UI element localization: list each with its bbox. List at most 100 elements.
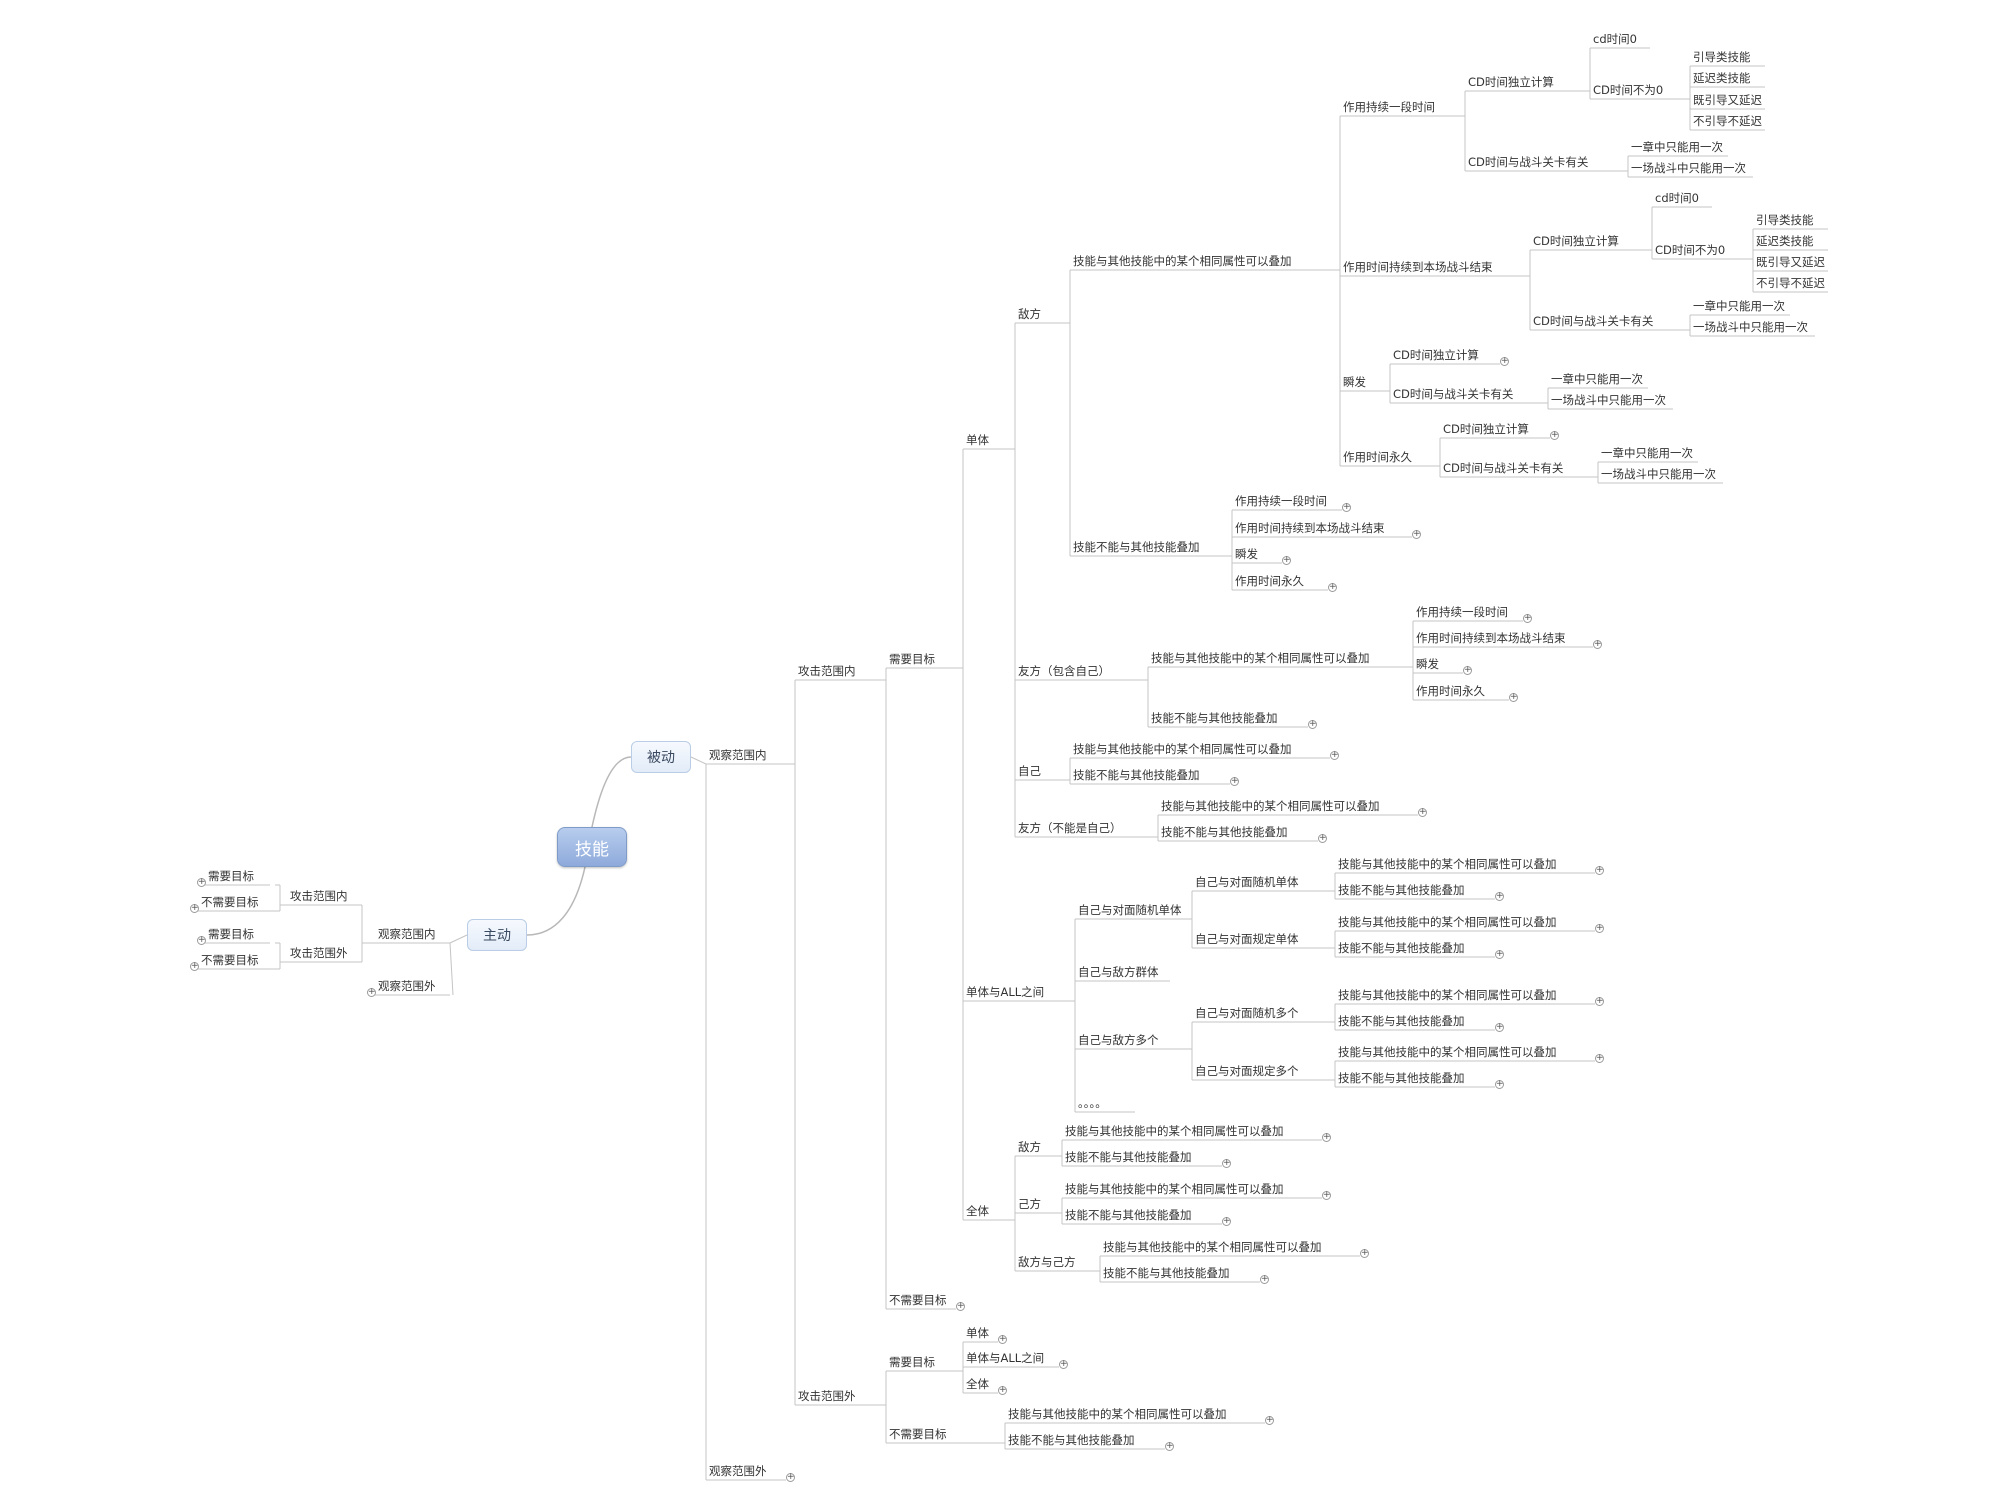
topic-stack-no[interactable]: 技能不能与其他技能叠加 (1338, 1071, 1465, 1085)
topic-stack-no[interactable]: 技能不能与其他技能叠加 (1065, 1208, 1192, 1222)
expand-plus-icon[interactable]: + (1495, 891, 1504, 901)
topic-stack-no[interactable]: 技能不能与其他技能叠加 (1073, 540, 1200, 554)
topic-cd-indep[interactable]: CD时间独立计算 (1468, 75, 1554, 89)
topic-dur-battle[interactable]: 作用时间持续到本场战斗结束 (1416, 631, 1566, 645)
topic-attack-in[interactable]: 攻击范围内 (798, 664, 856, 678)
topic-stack-no[interactable]: 技能不能与其他技能叠加 (1073, 768, 1200, 782)
topic-watch-in[interactable]: 观察范围内 (709, 748, 767, 762)
expand-plus-icon[interactable]: + (998, 1334, 1007, 1344)
root-topic[interactable]: 技能 (557, 827, 627, 867)
topic-need-target[interactable]: 需要目标 (889, 1355, 935, 1369)
topic-single-all[interactable]: 单体与ALL之间 (966, 1351, 1045, 1365)
topic-guide-delay[interactable]: 既引导又延迟 (1693, 93, 1762, 107)
expand-plus-icon[interactable]: + (1165, 1441, 1174, 1451)
topic-stack-yes[interactable]: 技能与其他技能中的某个相同属性可以叠加 (1073, 742, 1292, 756)
topic-enemy[interactable]: 敌方 (1018, 307, 1041, 321)
topic-single[interactable]: 单体 (966, 1326, 989, 1340)
topic-instant[interactable]: 瞬发 (1235, 547, 1258, 561)
expand-plus-icon[interactable]: + (1595, 865, 1604, 875)
topic-attack-out[interactable]: 攻击范围外 (290, 946, 348, 960)
topic-once-chapter[interactable]: 一章中只能用一次 (1631, 140, 1723, 154)
expand-plus-icon[interactable]: + (1230, 776, 1239, 786)
expand-plus-icon[interactable]: + (1330, 750, 1339, 760)
topic-instant[interactable]: 瞬发 (1416, 657, 1439, 671)
topic-stack-yes[interactable]: 技能与其他技能中的某个相同属性可以叠加 (1151, 651, 1370, 665)
topic-dur-period[interactable]: 作用持续一段时间 (1416, 605, 1508, 619)
topic-need-target[interactable]: 需要目标 (208, 869, 254, 883)
expand-plus-icon[interactable]: + (197, 877, 206, 887)
expand-plus-icon[interactable]: + (1412, 529, 1421, 539)
topic-cd-indep[interactable]: CD时间独立计算 (1443, 422, 1529, 436)
topic-stack-yes[interactable]: 技能与其他技能中的某个相同属性可以叠加 (1161, 799, 1380, 813)
topic-se-multi[interactable]: 自己与敌方多个 (1078, 1033, 1159, 1047)
topic-once-chapter[interactable]: 一章中只能用一次 (1601, 446, 1693, 460)
expand-plus-icon[interactable]: + (1308, 719, 1317, 729)
topic-once-battle[interactable]: 一场战斗中只能用一次 (1631, 161, 1746, 175)
topic-cd-indep[interactable]: CD时间独立计算 (1533, 234, 1619, 248)
topic-guide-delay[interactable]: 既引导又延迟 (1756, 255, 1825, 269)
topic-no-target[interactable]: 不需要目标 (201, 953, 259, 967)
expand-plus-icon[interactable]: + (998, 1385, 1007, 1395)
topic-cd-nonzero[interactable]: CD时间不为0 (1593, 83, 1664, 97)
topic-dur-period[interactable]: 作用持续一段时间 (1343, 100, 1435, 114)
expand-plus-icon[interactable]: + (1550, 430, 1559, 440)
topic-stack-yes[interactable]: 技能与其他技能中的某个相同属性可以叠加 (1338, 988, 1557, 1002)
topic-watch-in[interactable]: 观察范围内 (378, 927, 436, 941)
expand-plus-icon[interactable]: + (1059, 1359, 1068, 1369)
topic-once-chapter[interactable]: 一章中只能用一次 (1551, 372, 1643, 386)
topic-guide[interactable]: 引导类技能 (1756, 213, 1814, 227)
expand-plus-icon[interactable]: + (1593, 639, 1602, 649)
topic-cd-stage[interactable]: CD时间与战斗关卡有关 (1443, 461, 1564, 475)
topic-no-target[interactable]: 不需要目标 (889, 1293, 947, 1307)
topic-watch-out[interactable]: 观察范围外 (709, 1464, 767, 1478)
topic-instant[interactable]: 瞬发 (1343, 375, 1366, 389)
expand-plus-icon[interactable]: + (1495, 1022, 1504, 1032)
expand-plus-icon[interactable]: + (1318, 833, 1327, 843)
expand-plus-icon[interactable]: + (1523, 613, 1532, 623)
topic-no-guide-delay[interactable]: 不引导不延迟 (1756, 276, 1825, 290)
topic-friend-self[interactable]: 友方（包含自己） (1018, 664, 1110, 678)
expand-plus-icon[interactable]: + (190, 903, 199, 913)
topic-need-target[interactable]: 需要目标 (889, 652, 935, 666)
expand-plus-icon[interactable]: + (1322, 1132, 1331, 1142)
topic-se-fixed-multi[interactable]: 自己与对面规定多个 (1195, 1064, 1299, 1078)
topic-friend-noself[interactable]: 友方（不能是自己） (1018, 821, 1122, 835)
topic-once-battle[interactable]: 一场战斗中只能用一次 (1693, 320, 1808, 334)
topic-permanent[interactable]: 作用时间永久 (1416, 684, 1485, 698)
topic-cd-indep[interactable]: CD时间独立计算 (1393, 348, 1479, 362)
topic-self[interactable]: 自己 (1018, 764, 1041, 778)
topic-cd-stage[interactable]: CD时间与战斗关卡有关 (1533, 314, 1654, 328)
topic-cd-stage[interactable]: CD时间与战斗关卡有关 (1393, 387, 1514, 401)
topic-once-battle[interactable]: 一场战斗中只能用一次 (1551, 393, 1666, 407)
topic-stack-no[interactable]: 技能不能与其他技能叠加 (1103, 1266, 1230, 1280)
topic-single[interactable]: 单体 (966, 433, 989, 447)
expand-plus-icon[interactable]: + (1260, 1274, 1269, 1284)
expand-plus-icon[interactable]: + (1342, 502, 1351, 512)
topic-stack-no[interactable]: 技能不能与其他技能叠加 (1338, 941, 1465, 955)
expand-plus-icon[interactable]: + (1495, 1079, 1504, 1089)
topic-stack-yes[interactable]: 技能与其他技能中的某个相同属性可以叠加 (1008, 1407, 1227, 1421)
expand-plus-icon[interactable]: + (1328, 582, 1337, 592)
topic-once-battle[interactable]: 一场战斗中只能用一次 (1601, 467, 1716, 481)
topic-stack-yes[interactable]: 技能与其他技能中的某个相同属性可以叠加 (1065, 1182, 1284, 1196)
topic-no-target[interactable]: 不需要目标 (201, 895, 259, 909)
branch-active[interactable]: 主动 (467, 919, 527, 951)
expand-plus-icon[interactable]: + (1322, 1190, 1331, 1200)
expand-plus-icon[interactable]: + (956, 1301, 965, 1311)
topic-cd-stage[interactable]: CD时间与战斗关卡有关 (1468, 155, 1589, 169)
topic-attack-in[interactable]: 攻击范围内 (290, 889, 348, 903)
branch-passive[interactable]: 被动 (631, 741, 691, 773)
topic-no-target[interactable]: 不需要目标 (889, 1427, 947, 1441)
topic-cd-zero[interactable]: cd时间0 (1593, 32, 1637, 46)
topic-cd-zero[interactable]: cd时间0 (1655, 191, 1699, 205)
expand-plus-icon[interactable]: + (1265, 1415, 1274, 1425)
expand-plus-icon[interactable]: + (1463, 665, 1472, 675)
topic-se-rand-single[interactable]: 自己与对面随机单体 (1078, 903, 1182, 917)
topic-cd-nonzero[interactable]: CD时间不为0 (1655, 243, 1726, 257)
topic-stack-yes[interactable]: 技能与其他技能中的某个相同属性可以叠加 (1338, 915, 1557, 929)
expand-plus-icon[interactable]: + (1595, 1053, 1604, 1063)
topic-se-fixed-single[interactable]: 自己与对面规定单体 (1195, 932, 1299, 946)
expand-plus-icon[interactable]: + (1222, 1216, 1231, 1226)
topic-stack-yes[interactable]: 技能与其他技能中的某个相同属性可以叠加 (1065, 1124, 1284, 1138)
topic-all[interactable]: 全体 (966, 1204, 989, 1218)
